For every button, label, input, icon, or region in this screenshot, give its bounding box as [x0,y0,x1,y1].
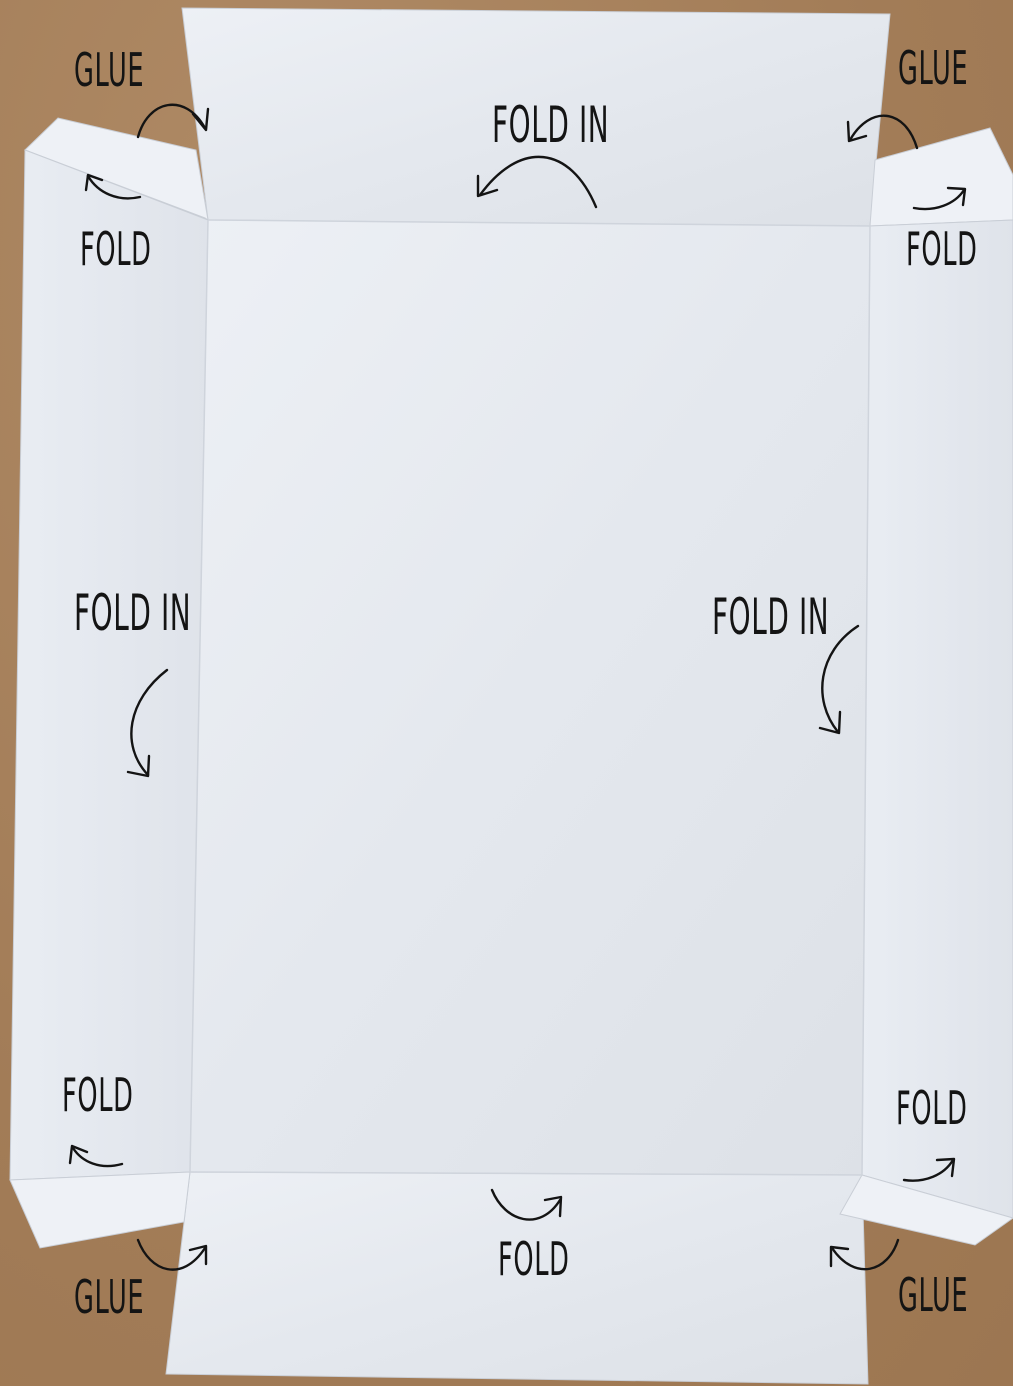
arrow-fold-in-right [820,626,858,733]
arrow-fold-in-top [478,157,596,207]
arrow-fold-bottom-left [70,1146,122,1166]
arrow-fold-top-left [86,175,140,198]
arrow-fold-bottom-right [904,1159,954,1181]
arrow-glue-top-left [138,105,208,137]
arrow-glue-top-right [848,116,917,148]
arrow-fold-bottom-center [492,1190,561,1220]
arrow-fold-top-right [914,188,965,209]
arrow-glue-bottom-right [831,1240,898,1269]
arrow-glue-bottom-left [138,1240,206,1270]
arrow-fold-in-left [128,670,167,776]
